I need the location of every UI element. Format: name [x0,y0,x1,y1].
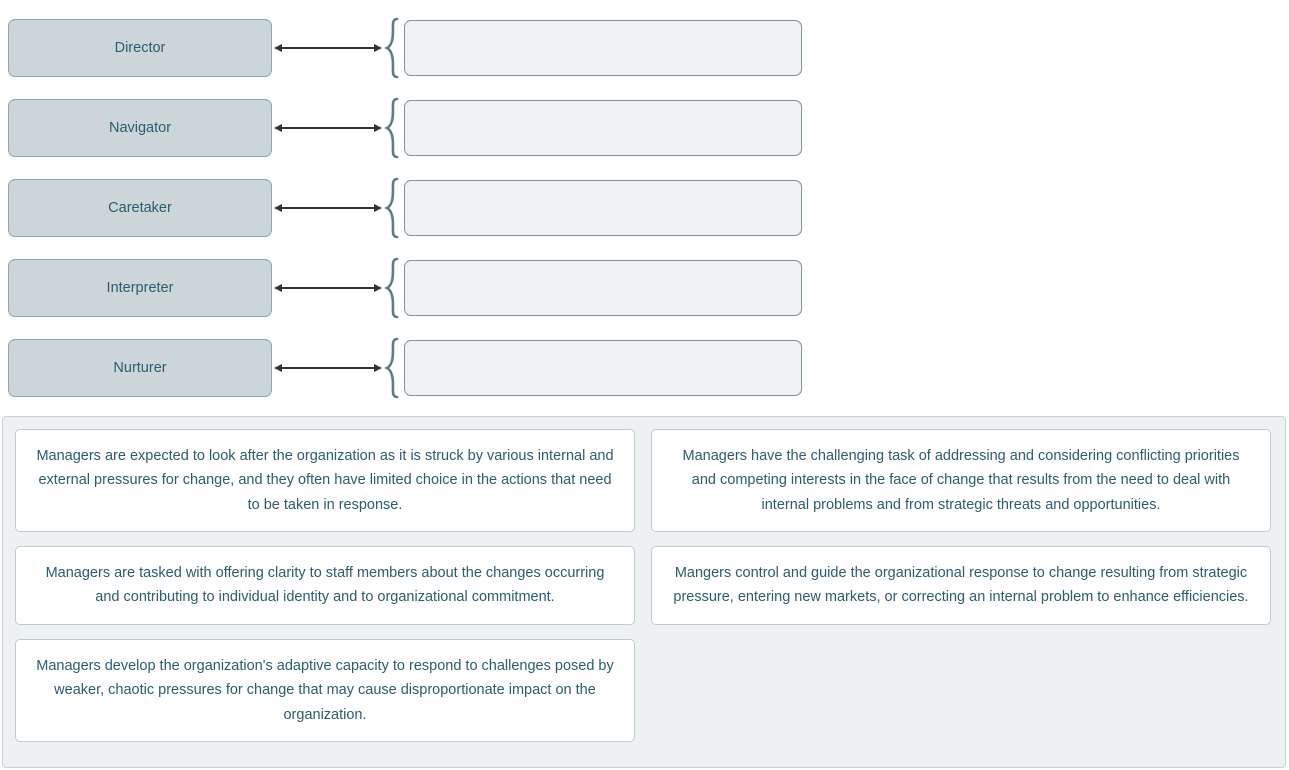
answer-card-text: Managers are expected to look after the … [36,448,614,513]
answer-card-text: Mangers control and guide the organizati… [673,565,1249,606]
double-arrow-icon [272,259,387,317]
term-label: Nurturer [113,359,167,376]
left-curly-brace-icon [384,177,400,239]
term-label: Director [114,39,166,56]
term-box-0[interactable]: Director [8,19,272,77]
answer-card[interactable]: Managers have the challenging task of ad… [651,429,1271,533]
drop-zone-0[interactable] [404,20,802,76]
drop-zone-2[interactable] [404,180,802,236]
left-curly-brace-icon [384,257,400,319]
answer-card-text: Managers develop the organization's adap… [36,657,614,723]
answer-card-text: Managers are tasked with offering clarit… [45,565,605,606]
match-row: Navigator [0,97,1289,159]
term-box-3[interactable]: Interpreter [8,259,272,317]
left-curly-brace-icon [384,17,400,79]
match-row: Caretaker [0,177,1289,239]
left-curly-brace-icon [384,97,400,159]
term-box-2[interactable]: Caretaker [8,179,272,237]
double-arrow-icon [272,19,387,77]
term-label: Interpreter [106,279,174,296]
drop-zone-4[interactable] [404,340,802,396]
left-curly-brace-icon [384,337,400,399]
double-arrow-icon [272,99,387,157]
double-arrow-icon [272,179,387,237]
term-label: Navigator [108,119,172,136]
match-row: Interpreter [0,257,1289,319]
answer-card[interactable]: Managers are tasked with offering clarit… [15,546,635,625]
term-box-1[interactable]: Navigator [8,99,272,157]
match-row: Nurturer [0,337,1289,399]
drop-zone-1[interactable] [404,100,802,156]
match-row: Director [0,17,1289,79]
answer-bank-panel: Managers are expected to look after the … [2,416,1286,768]
term-box-4[interactable]: Nurturer [8,339,272,397]
answer-card[interactable]: Managers are expected to look after the … [15,429,635,533]
answer-card[interactable]: Mangers control and guide the organizati… [651,546,1271,625]
term-label: Caretaker [108,199,172,216]
drop-zone-3[interactable] [404,260,802,316]
answer-card-text: Managers have the challenging task of ad… [682,448,1240,513]
double-arrow-icon [272,339,387,397]
answer-card[interactable]: Managers develop the organization's adap… [15,638,635,742]
answer-bank-grid: Managers are expected to look after the … [15,429,1273,742]
